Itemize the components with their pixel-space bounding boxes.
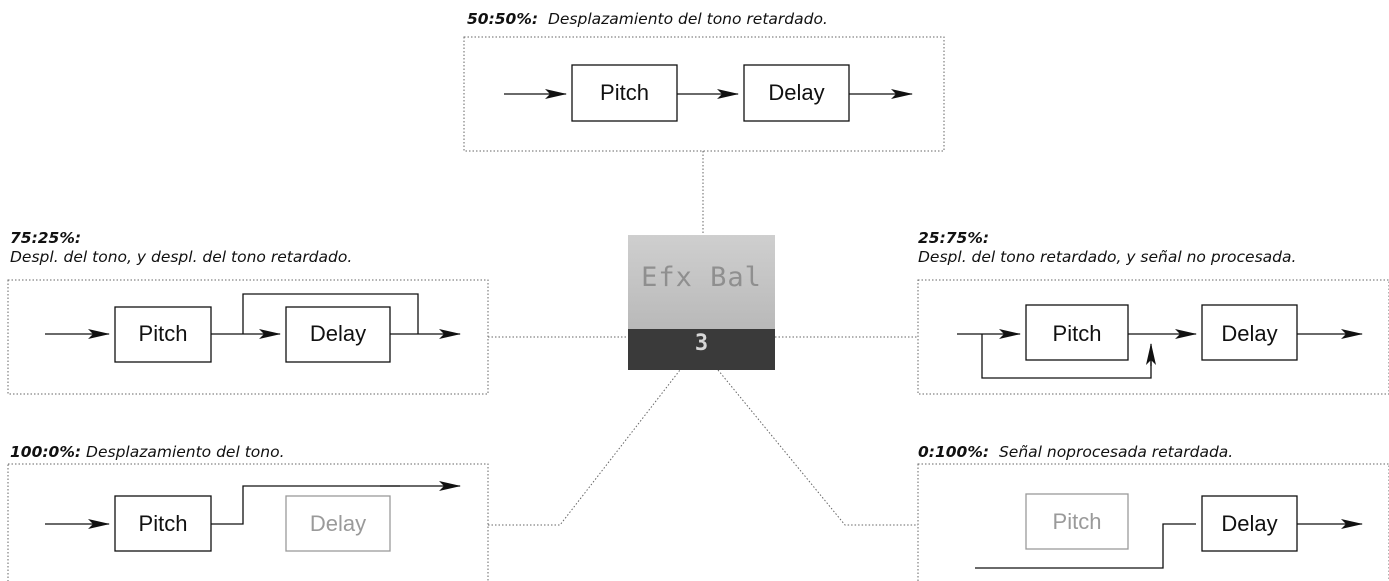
connector-100-0 — [488, 369, 681, 526]
panel-frame-25-75 — [917, 279, 1389, 395]
delay-block — [743, 64, 850, 122]
delay-label: Delay — [1221, 321, 1277, 346]
delay-label: Delay — [1221, 511, 1277, 536]
pitch-label: Pitch — [139, 321, 188, 346]
caption-75-25: 75:25%: Despl. del tono, y despl. del to… — [10, 229, 353, 266]
lcd-label-area: Efx Bal — [628, 235, 775, 329]
panel-frame-0-100 — [917, 463, 1389, 581]
panel-frame-100-0 — [7, 463, 489, 581]
pitch-label: Pitch — [139, 511, 188, 536]
panel-frame-50-50 — [463, 36, 945, 152]
lcd-parameter-label: Efx Bal — [641, 262, 762, 293]
caption-100-0: 100:0%: Desplazamiento del tono. — [10, 443, 285, 461]
connector-0-100 — [717, 369, 918, 526]
pitch-block — [1025, 304, 1129, 361]
delay-block — [1201, 304, 1298, 361]
caption-0-100: 0:100%: Señal noprocesada retardada. — [918, 443, 1234, 461]
delay-label: Delay — [768, 80, 824, 105]
efx-bal-lcd-display: Efx Bal 3 — [628, 235, 775, 370]
pitch-block — [571, 64, 678, 122]
signal-flow-25-75 — [957, 304, 1363, 379]
signal-flow-100-0 — [45, 481, 461, 552]
signal-flow-75-25 — [45, 293, 461, 363]
signal-flow-0-100 — [975, 495, 1363, 569]
caption-50-50: 50:50%: Desplazamiento del tono retardad… — [467, 10, 828, 28]
pitch-label-dimmed: Pitch — [1053, 509, 1102, 534]
delay-label: Delay — [310, 321, 366, 346]
pitch-label: Pitch — [1053, 321, 1102, 346]
signal-flow-50-50 — [504, 64, 913, 122]
pitch-block-dimmed — [1025, 493, 1129, 550]
delay-block-dimmed — [285, 495, 391, 552]
lcd-parameter-value: 3 — [694, 331, 709, 356]
pitch-label: Pitch — [600, 80, 649, 105]
panel-frame-75-25 — [7, 279, 489, 395]
caption-25-75: 25:75%: Despl. del tono retardado, y señ… — [918, 229, 1297, 266]
delay-label-dimmed: Delay — [310, 511, 366, 536]
